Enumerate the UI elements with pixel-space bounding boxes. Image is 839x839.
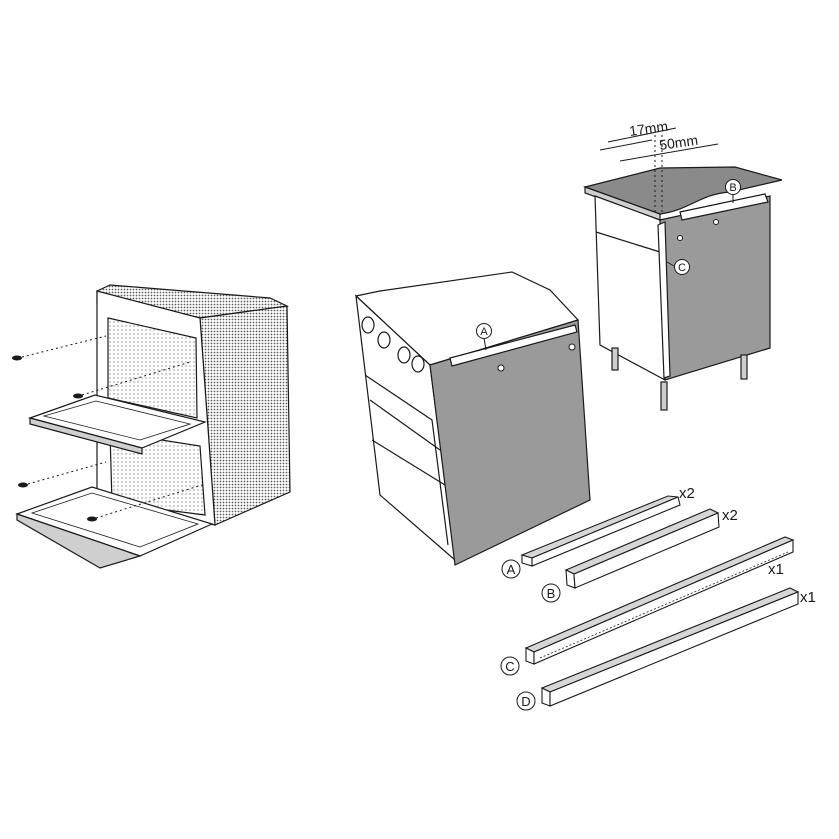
part-b-strip bbox=[564, 508, 720, 589]
strip-c-callout: C bbox=[666, 259, 690, 275]
fixing-point-icon bbox=[497, 343, 576, 372]
callout-a-label: A bbox=[480, 326, 488, 338]
part-a-quantity: x2 bbox=[679, 485, 695, 502]
oven-exploded-view bbox=[15, 284, 291, 569]
strip-a-callout: A bbox=[476, 323, 492, 351]
dimension-50mm: 50mm bbox=[658, 132, 699, 153]
screw-icon bbox=[12, 355, 97, 522]
svg-text:D: D bbox=[521, 694, 530, 709]
part-d-label: D x1 bbox=[516, 589, 816, 711]
part-d-quantity: x1 bbox=[800, 589, 816, 606]
strip-b-callout: B bbox=[725, 179, 741, 203]
callout-b-label: B bbox=[729, 182, 736, 194]
part-c-quantity: x1 bbox=[768, 561, 784, 578]
kitchen-cabinet bbox=[582, 166, 783, 411]
fixing-point-icon bbox=[677, 219, 719, 241]
svg-text:A: A bbox=[507, 562, 516, 577]
dimension-17mm: 17mm bbox=[628, 118, 669, 139]
dimension-lines bbox=[599, 127, 719, 212]
part-c-strip bbox=[524, 536, 795, 665]
part-a-strip bbox=[520, 495, 681, 567]
oven-side-view bbox=[354, 271, 591, 566]
part-a-label: A x2 bbox=[501, 485, 695, 579]
callout-c-label: C bbox=[678, 262, 686, 274]
part-d-strip bbox=[540, 587, 800, 707]
svg-text:C: C bbox=[505, 659, 514, 674]
part-b-quantity: x2 bbox=[722, 507, 738, 524]
part-c-label: C x1 bbox=[500, 561, 784, 676]
svg-text:B: B bbox=[547, 586, 556, 601]
part-b-label: B x2 bbox=[541, 507, 738, 603]
